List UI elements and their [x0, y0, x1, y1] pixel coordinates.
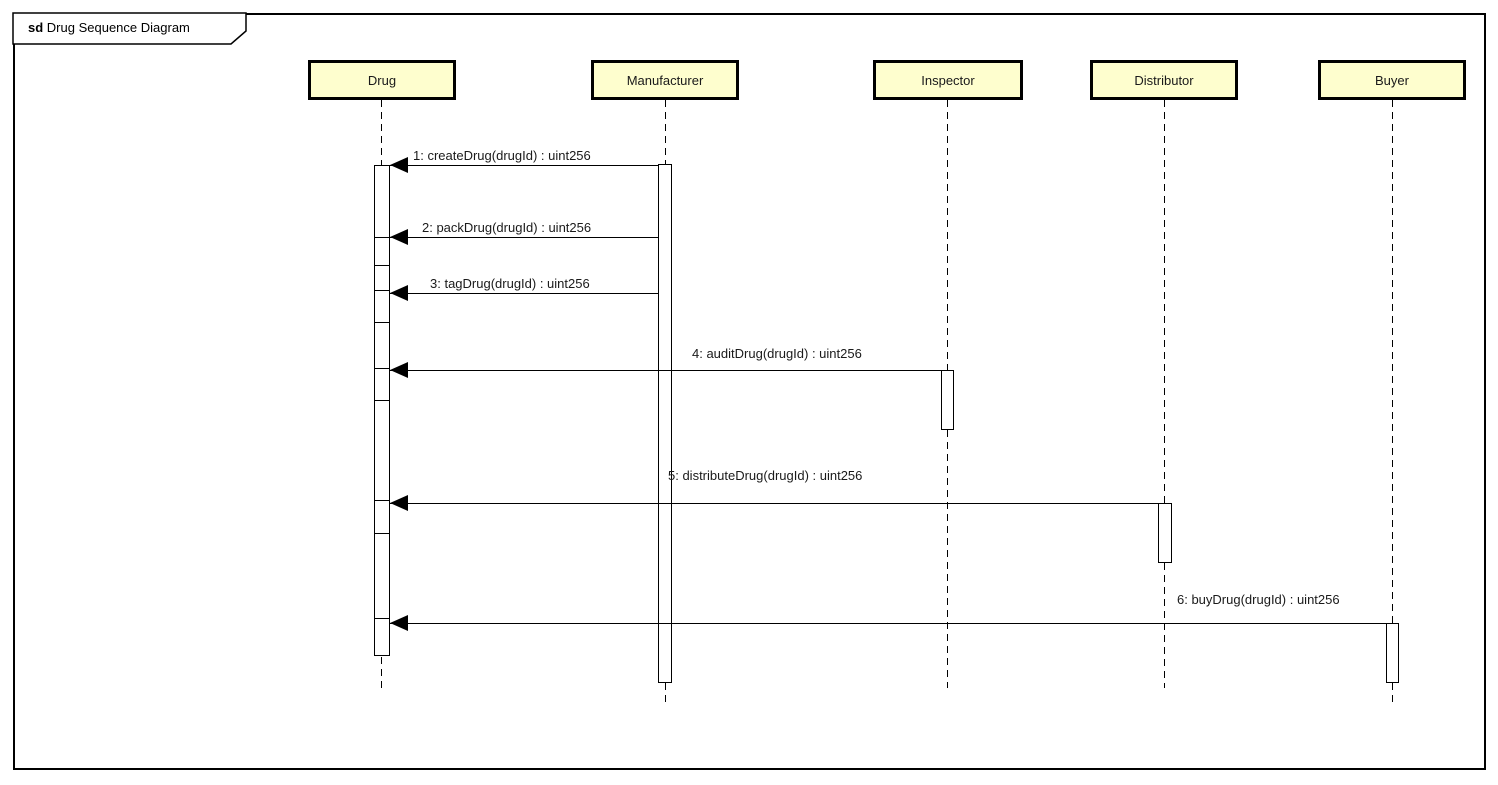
lifeline-drug-dash-top	[381, 100, 382, 165]
activation-divider	[374, 265, 390, 266]
lifeline-head-drug[interactable]: Drug	[308, 60, 456, 100]
activation-divider	[374, 368, 390, 369]
lifeline-inspector-dash-top	[947, 100, 948, 370]
lifeline-label-manufacturer: Manufacturer	[626, 72, 704, 88]
activation-divider	[374, 618, 390, 619]
message-5-label[interactable]: 5: distributeDrug(drugId) : uint256	[668, 468, 863, 483]
frame-title-label: Drug Sequence Diagram	[46, 20, 190, 35]
activation-bar-buyer[interactable]	[1386, 623, 1399, 683]
lifeline-label-drug: Drug	[367, 72, 397, 88]
lifeline-inspector-dash-bottom	[947, 430, 948, 688]
lifeline-label-buyer: Buyer	[1375, 72, 1409, 88]
lifeline-head-buyer[interactable]: Buyer	[1318, 60, 1466, 100]
activation-divider	[374, 290, 390, 291]
activation-bar-inspector[interactable]	[941, 370, 954, 430]
message-4-label[interactable]: 4: auditDrug(drugId) : uint256	[692, 346, 862, 361]
message-4-line[interactable]	[390, 370, 941, 371]
lifeline-head-inspector[interactable]: Inspector	[873, 60, 1023, 100]
frame-title: sd Drug Sequence Diagram	[28, 20, 190, 36]
lifeline-distributor-dash-top	[1164, 100, 1165, 503]
diagram-frame	[13, 13, 1486, 770]
lifeline-label-inspector: Inspector	[921, 72, 975, 88]
message-5-arrowhead-icon	[390, 495, 408, 511]
message-6-arrowhead-icon	[390, 615, 408, 631]
message-2-line[interactable]	[390, 237, 658, 238]
message-1-line[interactable]	[390, 165, 658, 166]
message-3-label[interactable]: 3: tagDrug(drugId) : uint256	[430, 276, 590, 291]
message-1-arrowhead-icon	[390, 157, 408, 173]
activation-divider	[374, 533, 390, 534]
activation-bar-drug[interactable]	[374, 165, 390, 656]
message-4-arrowhead-icon	[390, 362, 408, 378]
message-6-line[interactable]	[390, 623, 1386, 624]
message-5-line[interactable]	[390, 503, 1158, 504]
lifeline-head-manufacturer[interactable]: Manufacturer	[591, 60, 739, 100]
lifeline-head-distributor[interactable]: Distributor	[1090, 60, 1238, 100]
activation-divider	[374, 500, 390, 501]
message-1-label[interactable]: 1: createDrug(drugId) : uint256	[413, 148, 591, 163]
lifeline-label-distributor: Distributor	[1134, 72, 1194, 88]
lifeline-manufacturer-dash-top	[665, 100, 666, 164]
message-2-label[interactable]: 2: packDrug(drugId) : uint256	[422, 220, 592, 235]
activation-divider	[374, 322, 390, 323]
message-3-arrowhead-icon	[390, 285, 408, 301]
lifeline-buyer-dash-top	[1392, 100, 1393, 623]
activation-divider	[374, 400, 390, 401]
lifeline-manufacturer-dash-bottom	[665, 683, 666, 702]
lifeline-buyer-dash-bottom	[1392, 683, 1393, 702]
message-2-arrowhead-icon	[390, 229, 408, 245]
lifeline-drug-dash-bottom	[381, 657, 382, 688]
lifeline-distributor-dash-bottom	[1164, 563, 1165, 688]
activation-bar-manufacturer[interactable]	[658, 164, 672, 683]
frame-title-tab[interactable]	[12, 12, 252, 46]
sd-keyword: sd	[28, 20, 44, 35]
activation-divider	[374, 237, 390, 238]
message-6-label[interactable]: 6: buyDrug(drugId) : uint256	[1177, 592, 1340, 607]
activation-bar-distributor[interactable]	[1158, 503, 1172, 563]
message-3-line[interactable]	[390, 293, 658, 294]
